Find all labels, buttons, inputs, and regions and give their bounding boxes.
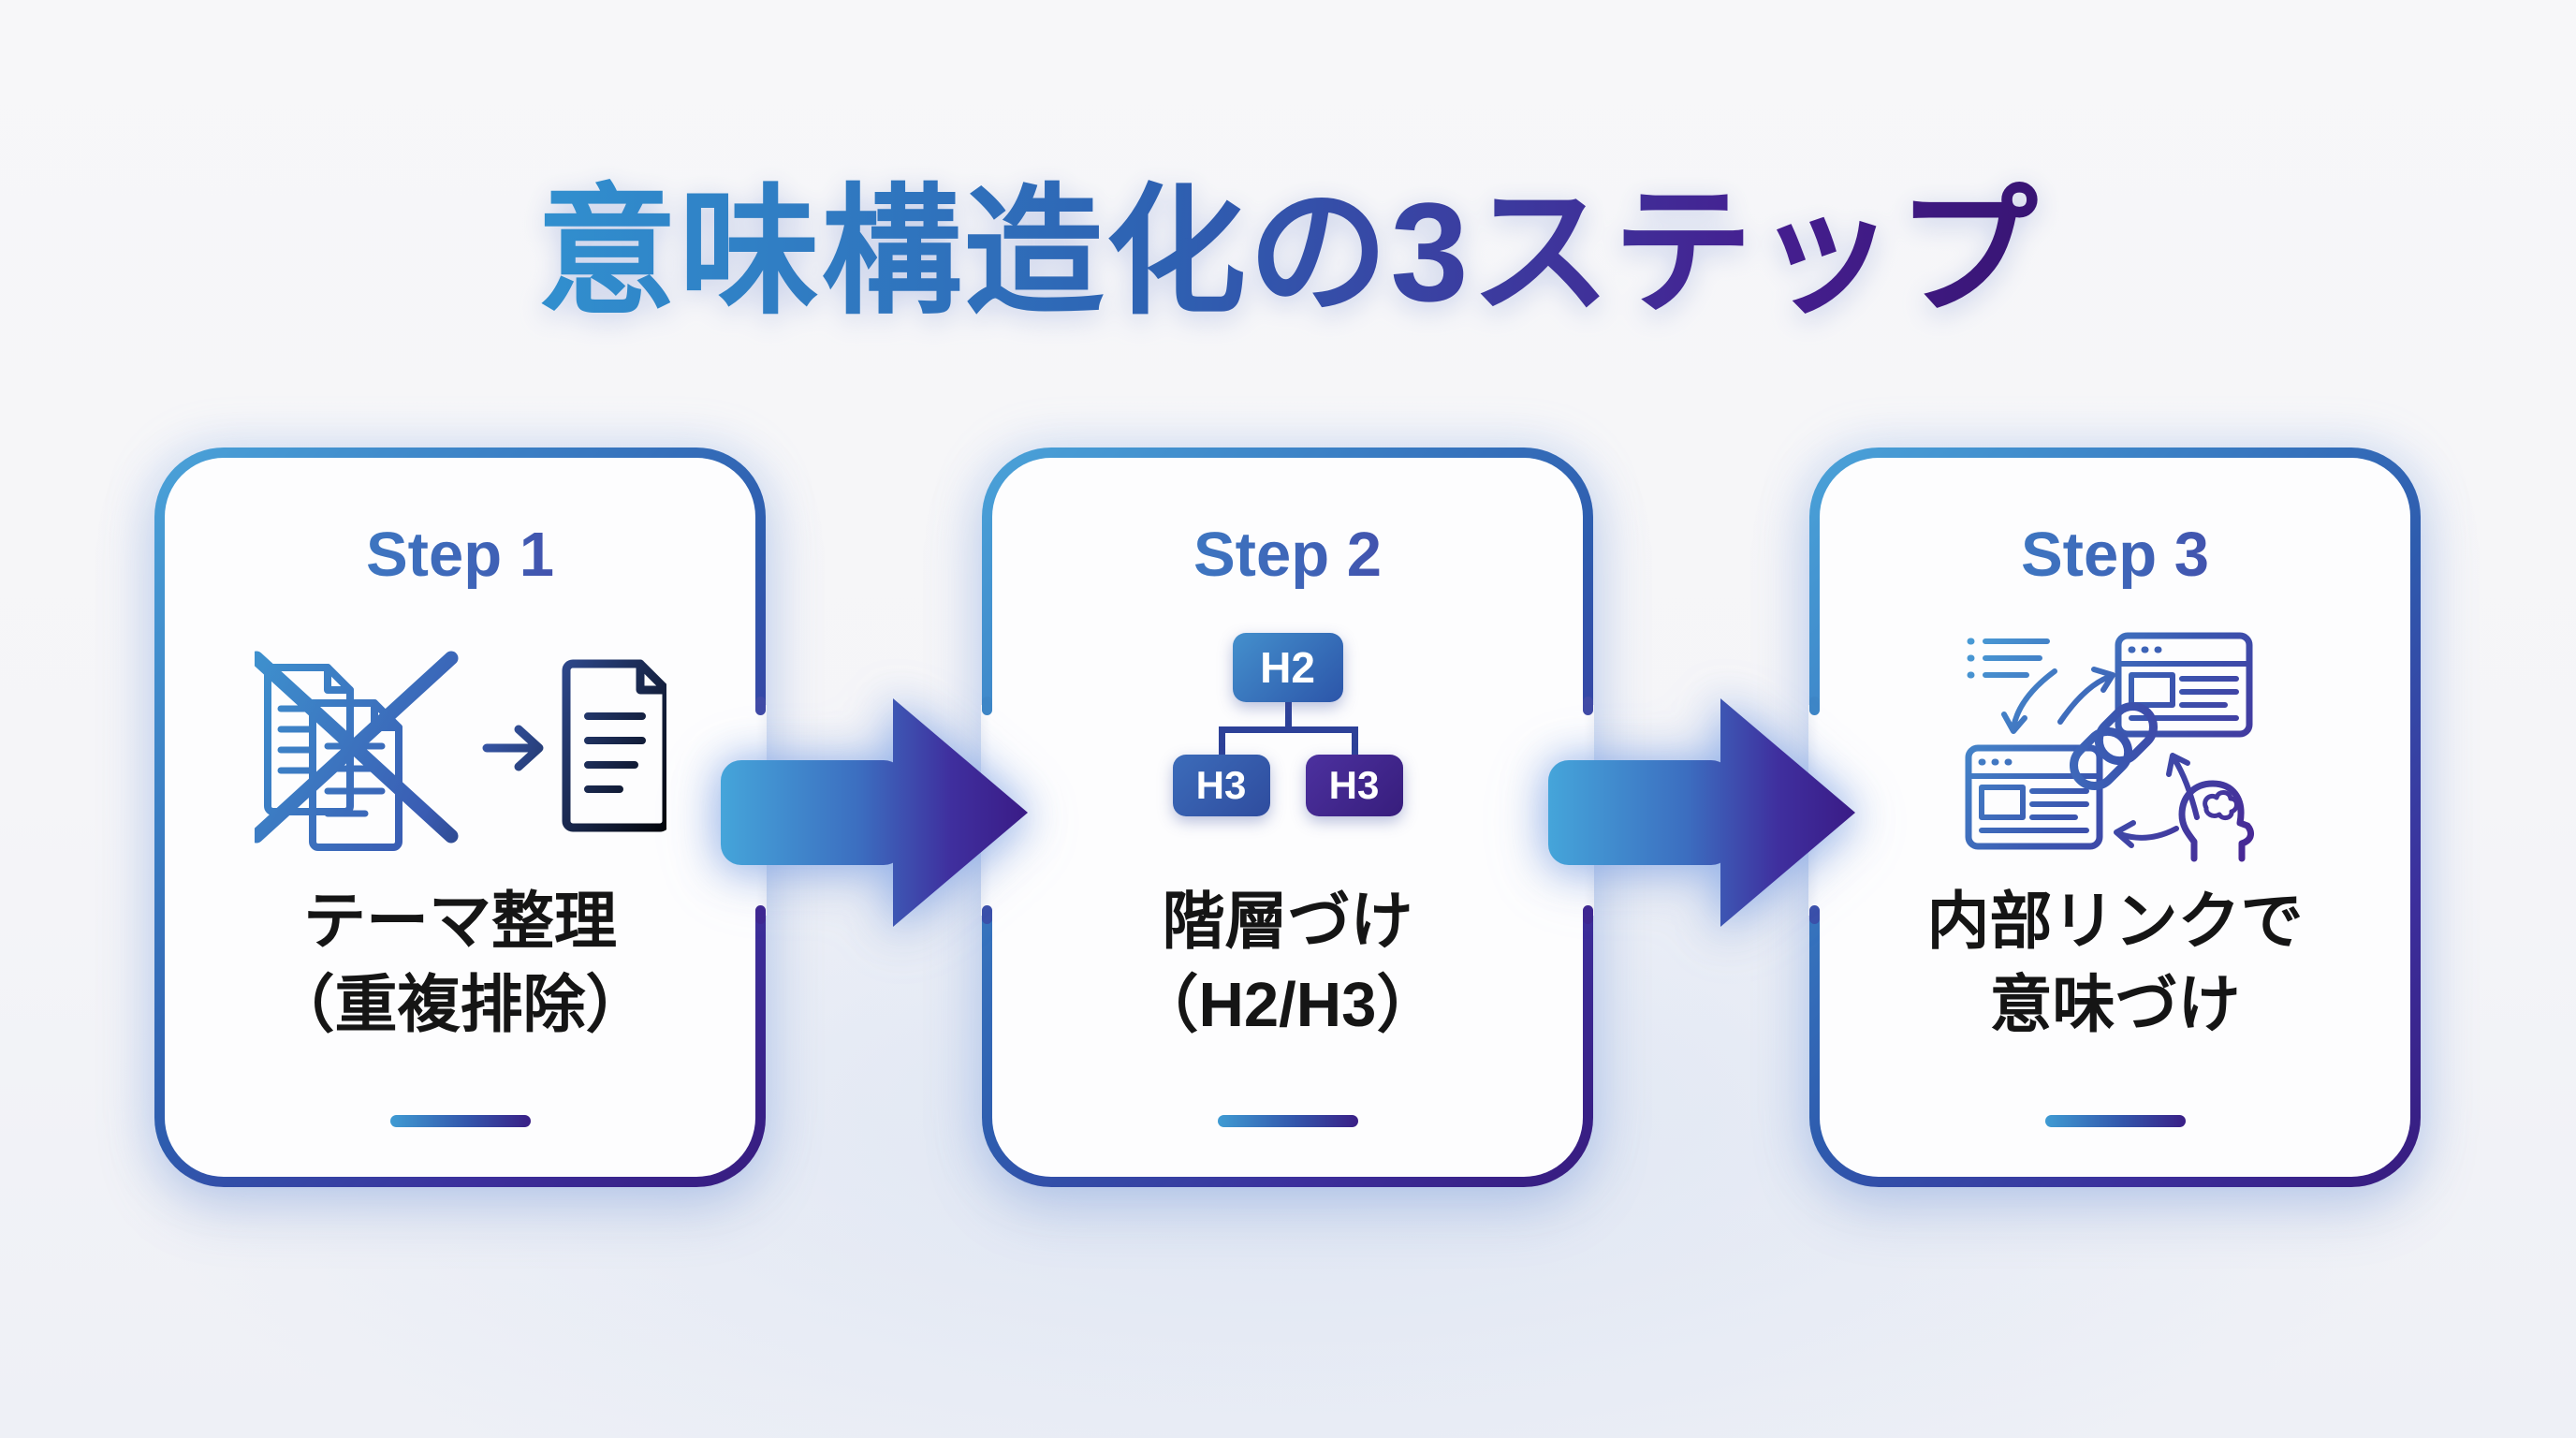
internal-linking-icon: [1965, 632, 2254, 862]
step-card-3: Step 3: [1808, 448, 2421, 1187]
duplicate-removal-icon: [254, 651, 666, 851]
accent-underline: [1217, 1115, 1358, 1127]
step-card-1: Step 1 テーマ整理 （重: [154, 448, 767, 1187]
accent-underline: [2044, 1115, 2186, 1127]
accent-underline: [389, 1115, 531, 1127]
h3-node-left: H3: [1172, 755, 1270, 816]
step-1-text: テーマ整理 （重複排除）: [271, 887, 649, 1041]
arrow-right-icon: [721, 698, 1028, 927]
heading-hierarchy-icon: H2 H3 H3: [1101, 633, 1475, 858]
h3-node-right: H3: [1305, 755, 1403, 816]
step-2-text: 階層づけ （H2/H3）: [1135, 887, 1440, 1041]
step-1-label: Step 1: [154, 519, 766, 591]
step-3-text: 内部リンクで 意味づけ: [1926, 887, 2304, 1041]
arrow-right-icon: [1548, 698, 1855, 927]
page-title: 意味構造化の3ステップ: [536, 139, 2039, 342]
step-card-2: Step 2 H2 H3 H3 階層づけ （H2/H3）: [981, 448, 1594, 1187]
step-2-label: Step 2: [982, 519, 1593, 591]
step-3-label: Step 3: [1809, 519, 2421, 591]
h2-node: H2: [1232, 633, 1343, 702]
